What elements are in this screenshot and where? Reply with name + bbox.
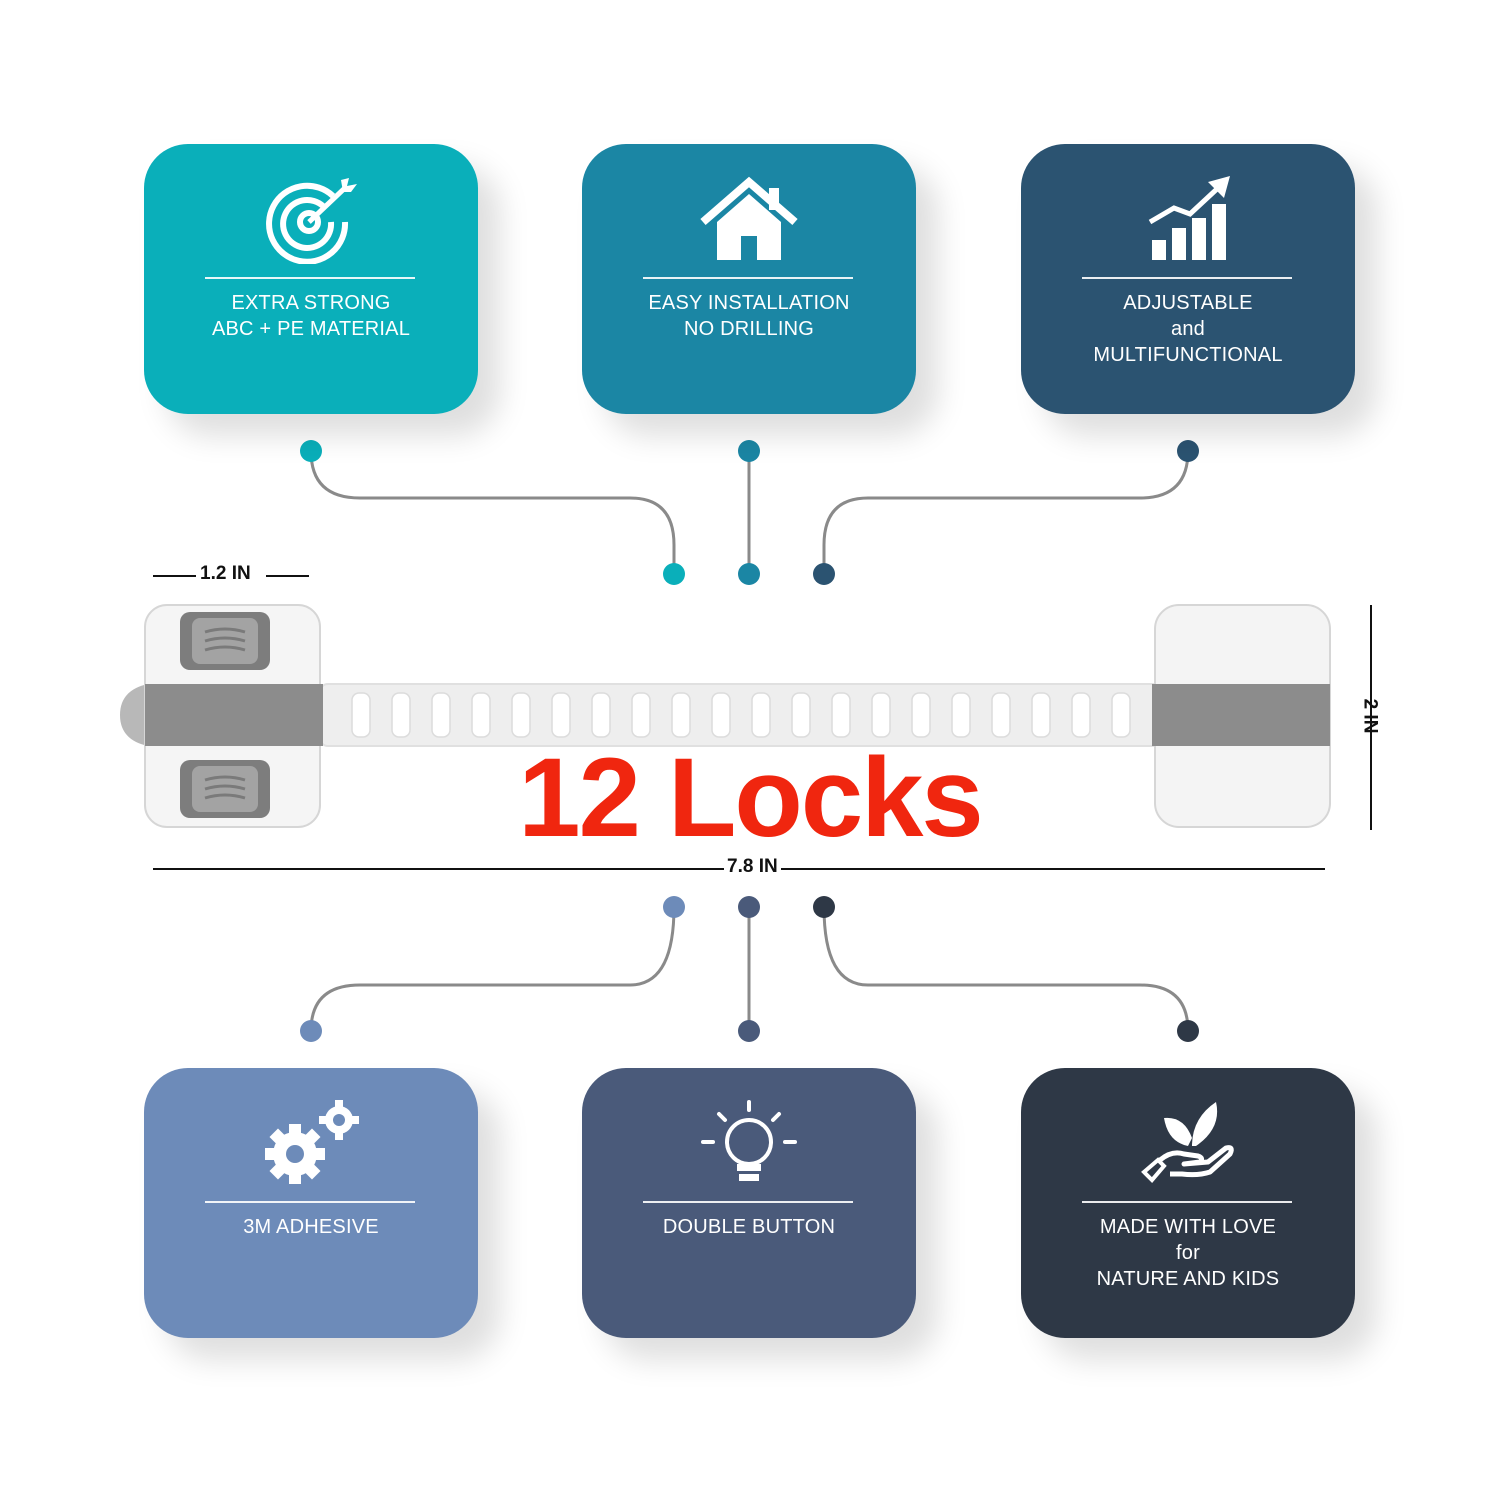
dot-top-left-card [300, 440, 322, 462]
feature-label: ADJUSTABLE and MULTIFUNCTIONAL [1093, 292, 1283, 366]
connector-bottom-right [822, 906, 1190, 1032]
hand-leaf-icon [1141, 1102, 1234, 1183]
growth-chart-icon [1148, 176, 1230, 260]
card-divider [1082, 1201, 1292, 1203]
card-divider [643, 277, 853, 279]
connector-top-left [309, 450, 676, 574]
width-dimension-label: 1.2 IN [200, 563, 251, 584]
feature-card-nature: MADE WITH LOVE for NATURE AND KIDS [1021, 1068, 1355, 1338]
connector-lines [309, 450, 1190, 1032]
card-divider [1082, 277, 1292, 279]
dot-top-left-product [663, 563, 685, 585]
dot-bottom-middle-card [738, 1020, 760, 1042]
gears-icon [265, 1100, 359, 1184]
connector-dots [300, 440, 1199, 1042]
connector-top-right [822, 450, 1190, 574]
feature-label: EASY INSTALLATION NO DRILLING [648, 292, 850, 340]
lock-left-tab [120, 684, 148, 746]
dot-bottom-right-product [813, 896, 835, 918]
dot-top-middle-card [738, 440, 760, 462]
feature-label: EXTRA STRONG ABC + PE MATERIAL [211, 292, 411, 340]
feature-card-adhesive: 3M ADHESIVE [144, 1068, 478, 1338]
feature-label: 3M ADHESIVE [243, 1216, 379, 1238]
feature-card-double-button: DOUBLE BUTTON [582, 1068, 916, 1338]
dot-bottom-right-card [1177, 1020, 1199, 1042]
dot-bottom-left-card [300, 1020, 322, 1042]
dot-bottom-left-product [663, 896, 685, 918]
dot-top-middle-product [738, 563, 760, 585]
feature-card-material: EXTRA STRONG ABC + PE MATERIAL [144, 144, 478, 414]
headline: 12 Locks [518, 735, 983, 860]
connector-bottom-left [309, 906, 676, 1032]
card-divider [205, 277, 415, 279]
dot-bottom-middle-product [738, 896, 760, 918]
feature-card-installation: EASY INSTALLATION NO DRILLING [582, 144, 916, 414]
card-divider [643, 1201, 853, 1203]
child-safety-lock [120, 604, 1331, 828]
dot-top-right-card [1177, 440, 1199, 462]
length-dimension-label: 7.8 IN [724, 856, 781, 878]
height-dimension-label: 2 IN [1359, 698, 1381, 734]
dot-top-right-product [813, 563, 835, 585]
feature-card-adjustable: ADJUSTABLE and MULTIFUNCTIONAL [1021, 144, 1355, 414]
card-divider [205, 1201, 415, 1203]
feature-label: DOUBLE BUTTON [662, 1216, 836, 1238]
lightbulb-icon [701, 1100, 797, 1181]
target-icon [266, 178, 357, 264]
feature-label: MADE WITH LOVE for NATURE AND KIDS [1096, 1216, 1280, 1290]
lock-left-band [145, 684, 323, 746]
strap-notches [351, 692, 1131, 738]
house-icon [700, 176, 798, 260]
lock-right-band [1152, 684, 1330, 746]
